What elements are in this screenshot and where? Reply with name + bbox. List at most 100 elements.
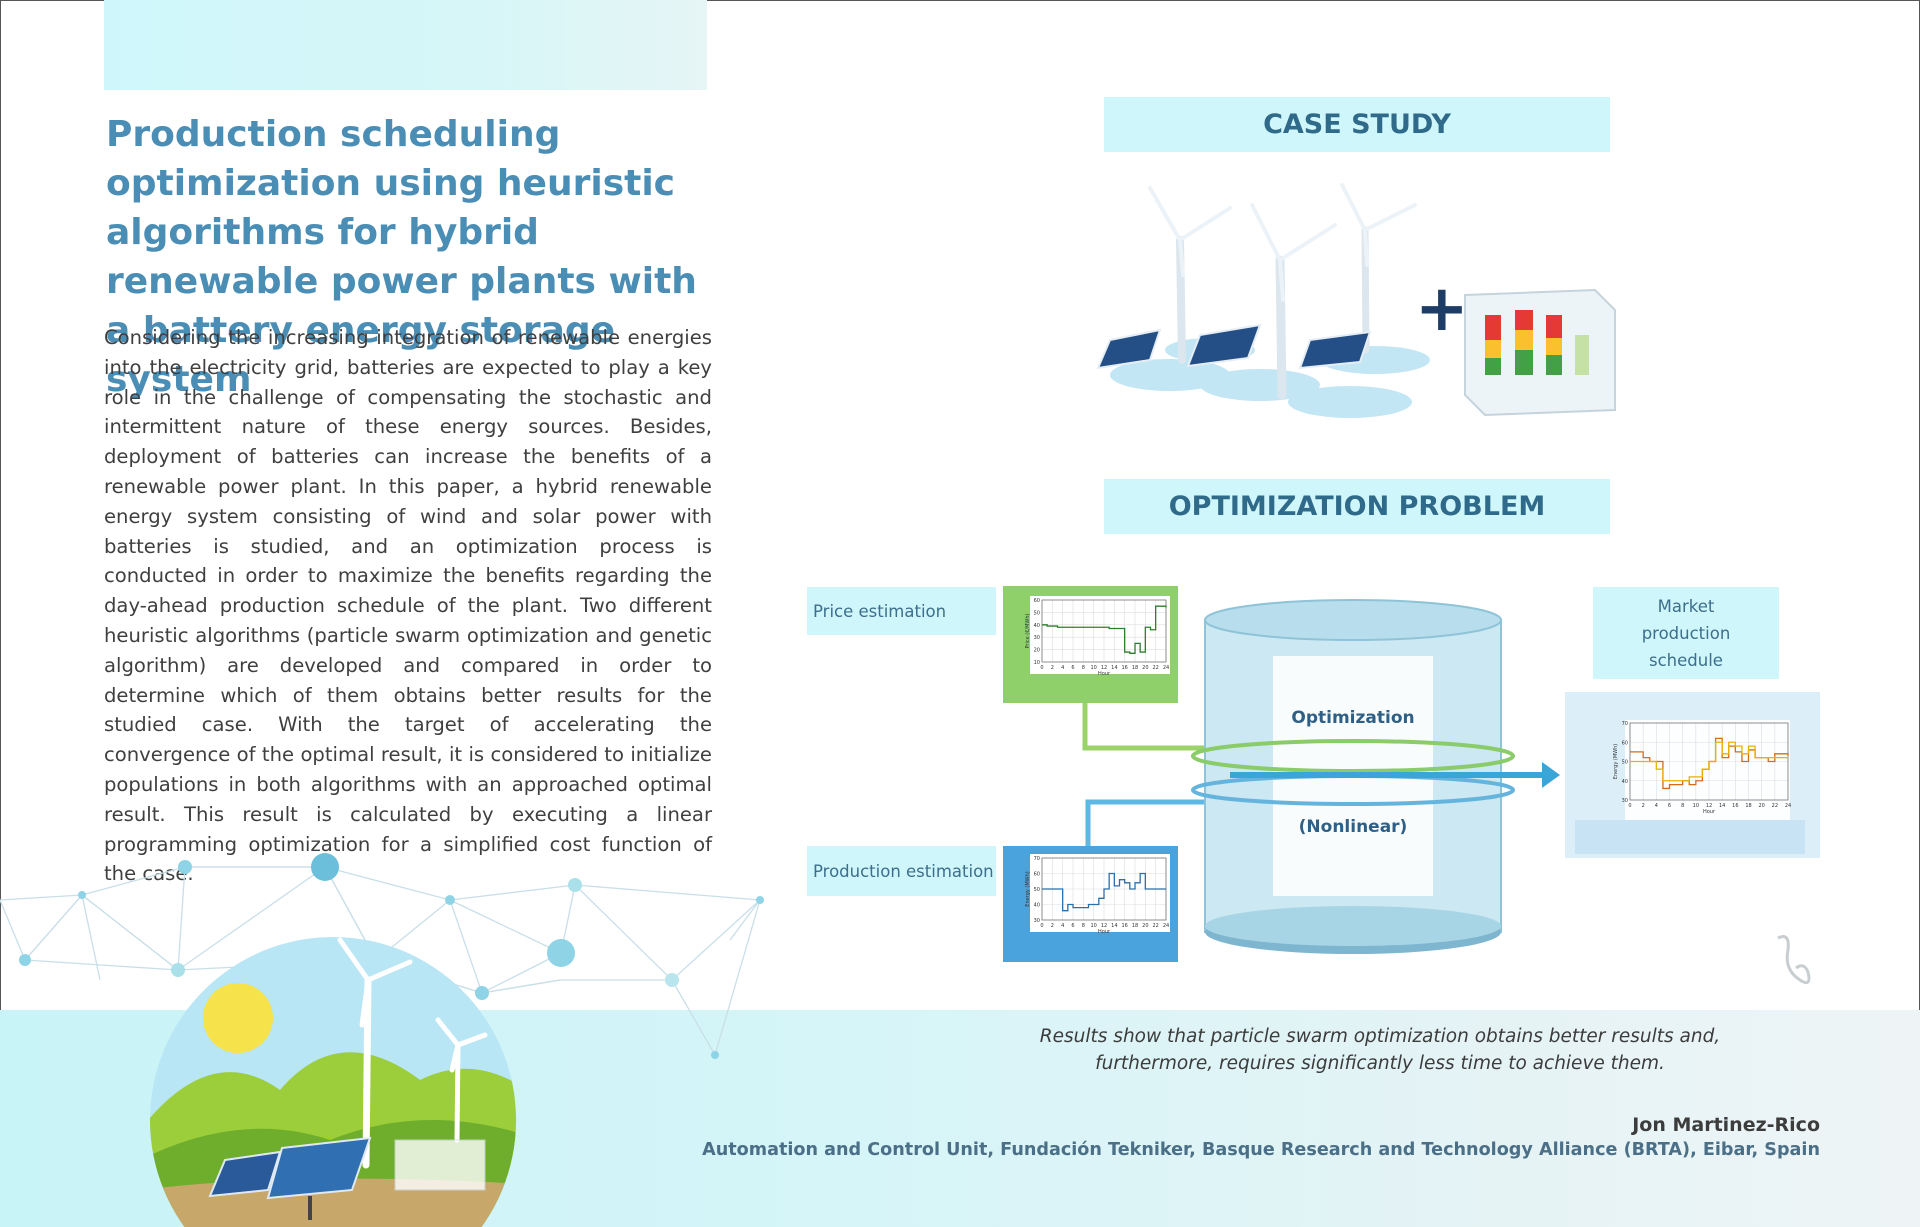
chart-x-tick-label: 12	[1101, 665, 1107, 671]
wind-turbine-icon	[337, 937, 488, 1169]
chart-y-tick-label: 50	[1034, 610, 1040, 616]
results-statement: Results show that particle swarm optimiz…	[1010, 1023, 1750, 1077]
wind-turbine-icon	[1148, 183, 1417, 400]
chart-series-line-estimate	[1630, 741, 1788, 782]
market-label-line-3: schedule	[1649, 650, 1723, 670]
chart-x-tick-label: 20	[1142, 923, 1148, 929]
chart-x-tick-label: 6	[1071, 665, 1074, 671]
chart-x-tick-label: 14	[1111, 665, 1117, 671]
chart-x-tick-label: 16	[1121, 923, 1127, 929]
arrow-head-icon	[1542, 762, 1560, 788]
chart-y-tick-label: 50	[1622, 760, 1628, 766]
chart-x-tick-label: 6	[1668, 803, 1671, 809]
chart-x-tick-label: 14	[1719, 803, 1725, 809]
chart-y-tick-label: 60	[1034, 872, 1040, 878]
chart-series-line-production-estimation-chart	[1042, 872, 1166, 912]
chart-y-tick-label: 40	[1034, 623, 1040, 629]
chart-x-tick-label: 8	[1082, 665, 1085, 671]
optimization-problem-header: OPTIMIZATION PROBLEM	[1104, 479, 1610, 534]
chart-x-tick-label: 20	[1758, 803, 1764, 809]
production-estimation-label: Production estimation	[807, 846, 996, 896]
plus-icon: +	[1415, 272, 1469, 346]
chart-x-tick-label: 10	[1090, 665, 1096, 671]
market-label-line-1: Market	[1657, 596, 1715, 616]
chart-x-tick-label: 0	[1040, 665, 1043, 671]
chart-x-tick-label: 22	[1152, 923, 1158, 929]
chart-plot-area	[1041, 599, 1167, 663]
chart-x-tick-label: 4	[1061, 923, 1064, 929]
chart-y-tick-label: 70	[1034, 856, 1040, 862]
chart-x-tick-label: 2	[1051, 665, 1054, 671]
chart-x-tick-label: 24	[1163, 923, 1169, 929]
chart-x-tick-label: 8	[1681, 803, 1684, 809]
chart-x-tick-label: 4	[1061, 665, 1064, 671]
results-line-1: Results show that particle swarm optimiz…	[1039, 1026, 1721, 1047]
nonlinear-label: (Nonlinear)	[1298, 817, 1408, 837]
chart-x-tick-label: 6	[1071, 923, 1074, 929]
chart-x-tick-label: 10	[1693, 803, 1699, 809]
chart-x-tick-label: 22	[1152, 665, 1158, 671]
case-study-illustration: +	[1096, 183, 1616, 418]
market-schedule-label: Market production schedule	[1593, 587, 1779, 679]
paper-title: Production scheduling optimization using…	[106, 114, 697, 400]
chart-x-tick-label: 0	[1040, 923, 1043, 929]
chart-x-tick-label: 24	[1163, 665, 1169, 671]
sun-icon	[203, 983, 273, 1053]
chart-y-tick-label: 60	[1034, 598, 1040, 604]
chart-x-tick-label: 18	[1132, 923, 1138, 929]
chart-y-tick-label: 30	[1034, 918, 1040, 924]
chart-y-tick-label: 40	[1622, 779, 1628, 785]
chart-x-tick-label: 18	[1132, 665, 1138, 671]
chart-x-axis-label: Hour	[1703, 809, 1716, 815]
battery-storage-icon	[1464, 288, 1616, 417]
abstract-text: Considering the increasing integration o…	[104, 326, 712, 886]
chart-x-tick-label: 2	[1051, 923, 1054, 929]
case-study-header: CASE STUDY	[1104, 97, 1610, 152]
author-affiliation: Automation and Control Unit, Fundación T…	[702, 1140, 1820, 1160]
chart-x-tick-label: 4	[1655, 803, 1658, 809]
solar-panel-icon	[208, 1136, 372, 1220]
chart-y-tick-label: 30	[1034, 635, 1040, 641]
chart-x-tick-label: 0	[1628, 803, 1631, 809]
chart-y-axis-label: Energy (MWh)	[1025, 871, 1031, 906]
optimization-label: Optimization	[1291, 708, 1415, 728]
chart-y-tick-label: 20	[1034, 648, 1040, 654]
chart-x-tick-label: 12	[1706, 803, 1712, 809]
chart-series-line-price-estimation-chart	[1042, 605, 1167, 654]
chart-x-tick-label: 14	[1111, 923, 1117, 929]
chart-x-tick-label: 8	[1082, 923, 1085, 929]
artist-signature-mark	[1777, 935, 1811, 985]
chart-x-tick-label: 22	[1772, 803, 1778, 809]
author-name: Jon Martinez-Rico	[1632, 1114, 1820, 1136]
top-color-band	[104, 0, 707, 90]
chart-x-tick-label: 24	[1785, 803, 1791, 809]
market-label-line-2: production	[1641, 623, 1731, 643]
chart-y-tick-label: 70	[1622, 721, 1628, 727]
chart-x-tick-label: 10	[1090, 923, 1096, 929]
chart-x-tick-label: 18	[1745, 803, 1751, 809]
chart-y-tick-label: 10	[1034, 660, 1040, 666]
chart-y-tick-label: 60	[1622, 740, 1628, 746]
chart-y-tick-label: 30	[1622, 798, 1628, 804]
results-line-2: furthermore, requires significantly less…	[1095, 1053, 1665, 1074]
solar-panel-icon	[1096, 323, 1372, 370]
price-estimation-label: Price estimation	[807, 587, 996, 635]
chart-x-tick-label: 20	[1142, 665, 1148, 671]
chart-x-tick-label: 16	[1121, 665, 1127, 671]
chart-y-axis-label: Energy (MWh)	[1613, 744, 1619, 779]
battery-container-icon	[394, 1139, 486, 1191]
chart-x-tick-label: 16	[1732, 803, 1738, 809]
renewable-globe-illustration	[0, 853, 764, 1227]
chart-x-tick-label: 2	[1642, 803, 1645, 809]
chart-y-axis-label: Price (€/MWh)	[1025, 613, 1031, 648]
chart-x-tick-label: 12	[1101, 923, 1107, 929]
chart-x-axis-label: Hour	[1098, 671, 1111, 677]
chart-y-tick-label: 50	[1034, 887, 1040, 893]
